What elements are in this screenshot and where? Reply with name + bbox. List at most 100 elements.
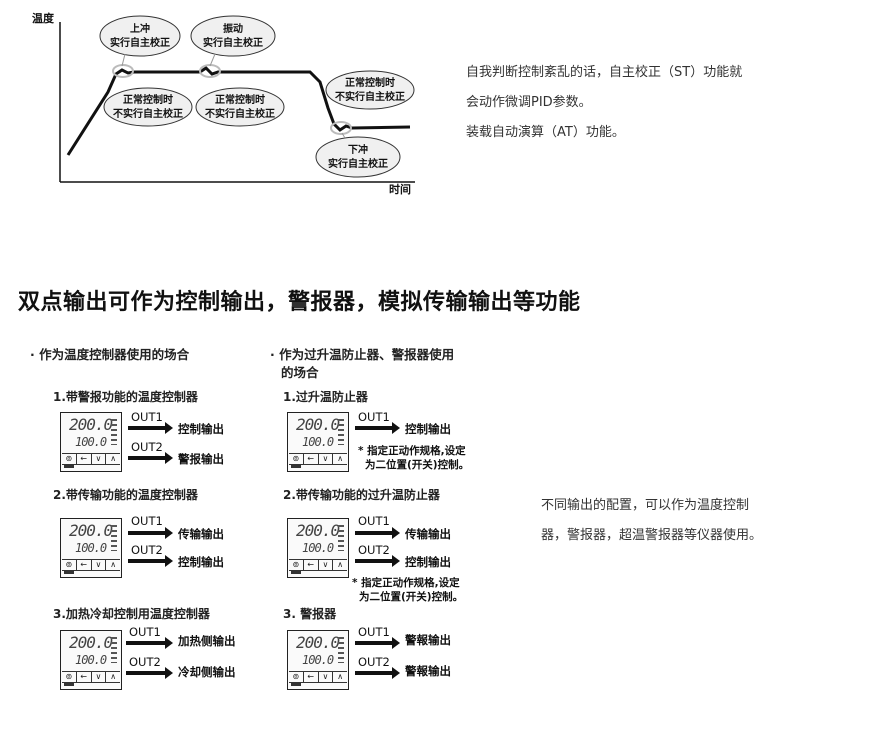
output-config-description: 不同输出的配置，可以作为温度控制 器，警报器，超温警报器等仪器使用。 <box>541 491 762 551</box>
device-key-down-icon: ∨ <box>319 672 334 682</box>
device-brand-mark <box>64 683 74 686</box>
device-keypad: ⊚ ← ∨ ∧ <box>62 453 120 465</box>
right-item-2-out1-function: 传输输出 <box>405 527 451 541</box>
device-sv-display: 100.0 <box>302 653 334 667</box>
right-item-1-note-line2: 为二位置(开关)控制。 <box>365 459 470 471</box>
arrow-right-icon <box>128 452 173 464</box>
device-sv-display: 100.0 <box>75 653 107 667</box>
device-led-indicators <box>338 637 344 663</box>
device-key-left-icon: ← <box>304 560 319 570</box>
device-key-down-icon: ∨ <box>319 560 334 570</box>
device-pv-display: 200.0 <box>296 415 340 434</box>
device-keypad: ⊚ ← ∨ ∧ <box>289 453 347 465</box>
device-pv-display: 200.0 <box>69 415 113 434</box>
right-item-2-note: * 指定正动作规格,设定 为二位置(开关)控制。 <box>352 576 463 604</box>
device-key-left-icon: ← <box>77 560 92 570</box>
bubble-normal-2-line2: 不实行自主校正 <box>205 107 275 120</box>
bubble-normal-3-line2: 不实行自主校正 <box>335 90 405 103</box>
device-sv-display: 100.0 <box>302 541 334 555</box>
device-key-mode-icon: ⊚ <box>289 560 304 570</box>
right-item-2-out2-function: 控制输出 <box>405 555 451 569</box>
device-key-left-icon: ← <box>77 672 92 682</box>
bubble-oscillation-line1: 振动 <box>223 22 243 35</box>
device-pv-display: 200.0 <box>69 521 113 540</box>
arrow-right-icon <box>355 637 400 649</box>
bubble-normal-1-line1: 正常控制时 <box>123 93 173 106</box>
device-led-indicators <box>338 419 344 445</box>
left-item-2-out1-label: OUT1 <box>131 514 163 528</box>
device-pv-display: 200.0 <box>296 521 340 540</box>
right-item-3-title: 3. 警报器 <box>283 607 337 621</box>
device-key-mode-icon: ⊚ <box>62 454 77 464</box>
device-brand-mark <box>64 465 74 468</box>
graph-y-label: 温度 <box>32 12 54 25</box>
controller-device-icon: 200.0 100.0 ⊚ ← ∨ ∧ <box>287 630 349 690</box>
bubble-normal-1: 正常控制时 不实行自主校正 <box>103 87 193 127</box>
device-key-up-icon: ∧ <box>110 672 117 681</box>
section-heading: 双点输出可作为控制输出，警报器，模拟传输输出等功能 <box>18 290 581 315</box>
bubble-overshoot-line2: 实行自主校正 <box>110 36 170 49</box>
right-item-3-out2-label: OUT2 <box>358 655 390 669</box>
device-key-down-icon: ∨ <box>92 454 107 464</box>
device-sv-display: 100.0 <box>75 435 107 449</box>
arrow-right-icon <box>126 667 173 679</box>
right-item-2-out2-label: OUT2 <box>358 543 390 557</box>
left-item-1-out2-label: OUT2 <box>131 440 163 454</box>
arrow-right-icon <box>355 527 400 539</box>
device-led-indicators <box>111 525 117 551</box>
temperature-curve <box>66 66 411 156</box>
left-item-3-out1-label: OUT1 <box>129 625 161 639</box>
right-item-3-out2-function: 警報输出 <box>405 664 451 678</box>
left-item-3-out2-label: OUT2 <box>129 655 161 669</box>
right-item-3-out1-function: 警報输出 <box>405 633 451 647</box>
device-led-indicators <box>111 637 117 663</box>
bubble-normal-2-line1: 正常控制时 <box>215 93 265 106</box>
bubble-oscillation-line2: 实行自主校正 <box>203 36 263 49</box>
bubble-overshoot: 上冲 实行自主校正 <box>99 15 181 67</box>
config-note-line-1: 不同输出的配置，可以作为温度控制 <box>541 498 750 513</box>
device-keypad: ⊚ ← ∨ ∧ <box>62 671 120 683</box>
config-note-line-2: 器，警报器，超温警报器等仪器使用。 <box>541 528 763 543</box>
controller-device-icon: 200.0 100.0 ⊚ ← ∨ ∧ <box>287 518 349 578</box>
device-key-mode-icon: ⊚ <box>289 454 304 464</box>
left-item-2-out1-function: 传输输出 <box>178 527 224 541</box>
arrow-right-icon <box>128 422 173 434</box>
right-item-1-out1-function: 控制输出 <box>405 422 451 436</box>
right-item-1-out1-label: OUT1 <box>358 410 390 424</box>
device-key-down-icon: ∨ <box>319 454 334 464</box>
right-column-title-line1: · 作为过升温防止器、警报器使用 <box>270 347 455 362</box>
device-pv-display: 200.0 <box>69 633 113 652</box>
graph-x-label: 时间 <box>389 183 411 196</box>
left-item-1-out1-function: 控制输出 <box>178 422 224 436</box>
left-item-1-out2-function: 警报输出 <box>178 452 224 466</box>
arrow-right-icon <box>355 667 400 679</box>
left-item-2-title: 2.带传输功能的温度控制器 <box>53 488 198 502</box>
left-column-title: · 作为温度控制器使用的场合 <box>30 347 190 362</box>
bubble-normal-3-line1: 正常控制时 <box>345 76 395 89</box>
device-key-mode-icon: ⊚ <box>62 672 77 682</box>
device-key-up-icon: ∧ <box>110 454 117 463</box>
device-key-left-icon: ← <box>304 672 319 682</box>
left-item-1-out1-label: OUT1 <box>131 410 163 424</box>
device-key-left-icon: ← <box>304 454 319 464</box>
device-key-down-icon: ∨ <box>92 672 107 682</box>
device-key-up-icon: ∧ <box>337 454 344 463</box>
right-item-1-note: * 指定正动作规格,设定 为二位置(开关)控制。 <box>358 444 469 472</box>
device-brand-mark <box>291 465 301 468</box>
device-led-indicators <box>338 525 344 551</box>
device-sv-display: 100.0 <box>302 435 334 449</box>
arrow-right-icon <box>355 555 400 567</box>
left-item-2-out2-function: 控制输出 <box>178 555 224 569</box>
device-key-up-icon: ∧ <box>337 560 344 569</box>
description-line-2: 会动作微调PID参数。 <box>466 95 592 110</box>
device-keypad: ⊚ ← ∨ ∧ <box>289 671 347 683</box>
self-tuning-description: 自我判断控制紊乱的话，自主校正（ST）功能就 会动作微调PID参数。 装载自动演… <box>466 58 742 148</box>
controller-device-icon: 200.0 100.0 ⊚ ← ∨ ∧ <box>287 412 349 472</box>
bubble-undershoot: 下冲 实行自主校正 <box>315 132 401 178</box>
bubble-normal-2: 正常控制时 不实行自主校正 <box>195 87 285 127</box>
device-key-down-icon: ∨ <box>92 560 107 570</box>
device-key-left-icon: ← <box>77 454 92 464</box>
device-keypad: ⊚ ← ∨ ∧ <box>62 559 120 571</box>
right-item-3-out1-label: OUT1 <box>358 625 390 639</box>
left-item-2-out2-label: OUT2 <box>131 543 163 557</box>
